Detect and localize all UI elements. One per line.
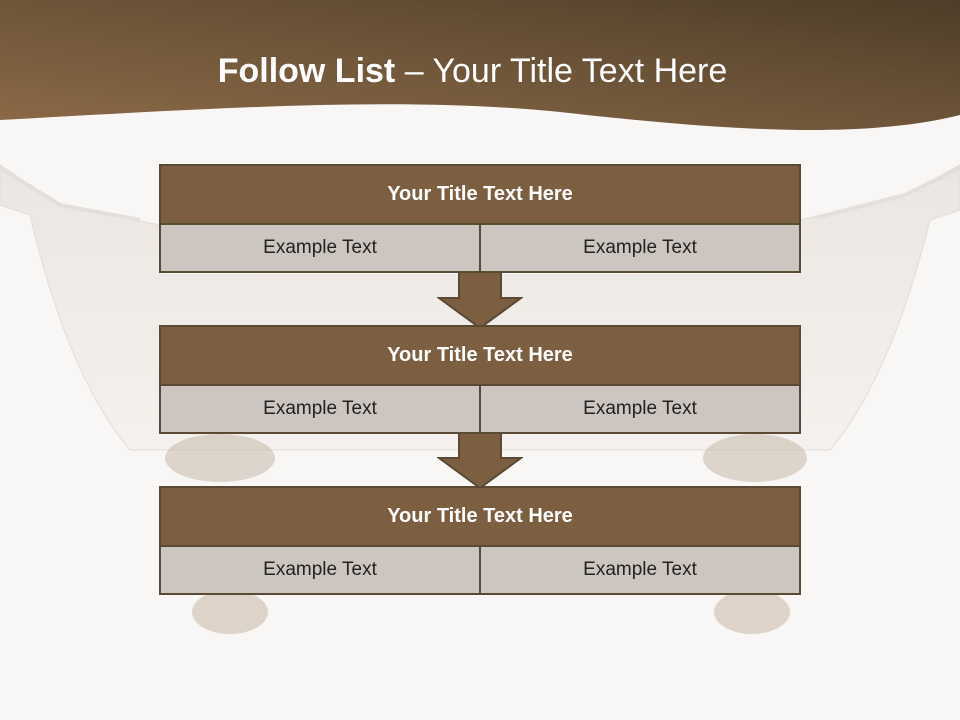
slide-title: Follow List – Your Title Text Here (0, 52, 945, 91)
header-band (0, 0, 960, 130)
slide-title-rest: – Your Title Text Here (395, 52, 728, 90)
step-row: Example Text Example Text (161, 225, 799, 271)
slide-title-bold: Follow List (217, 52, 396, 90)
step-title: Your Title Text Here (161, 166, 799, 223)
step-cell-right: Example Text (481, 225, 799, 271)
down-arrow-icon (437, 430, 523, 490)
step-cell-left: Example Text (161, 386, 479, 432)
step-cell-left: Example Text (161, 225, 479, 271)
step-panel-3: Your Title Text Here Example Text Exampl… (159, 486, 801, 595)
step-panel-2: Your Title Text Here Example Text Exampl… (159, 325, 801, 434)
step-cell-right: Example Text (481, 547, 799, 593)
step-row: Example Text Example Text (161, 547, 799, 593)
step-cell-left: Example Text (161, 547, 479, 593)
step-title: Your Title Text Here (161, 488, 799, 545)
step-panel-1: Your Title Text Here Example Text Exampl… (159, 164, 801, 273)
step-cell-right: Example Text (481, 386, 799, 432)
down-arrow-icon (437, 270, 523, 330)
step-title: Your Title Text Here (161, 327, 799, 384)
step-row: Example Text Example Text (161, 386, 799, 432)
